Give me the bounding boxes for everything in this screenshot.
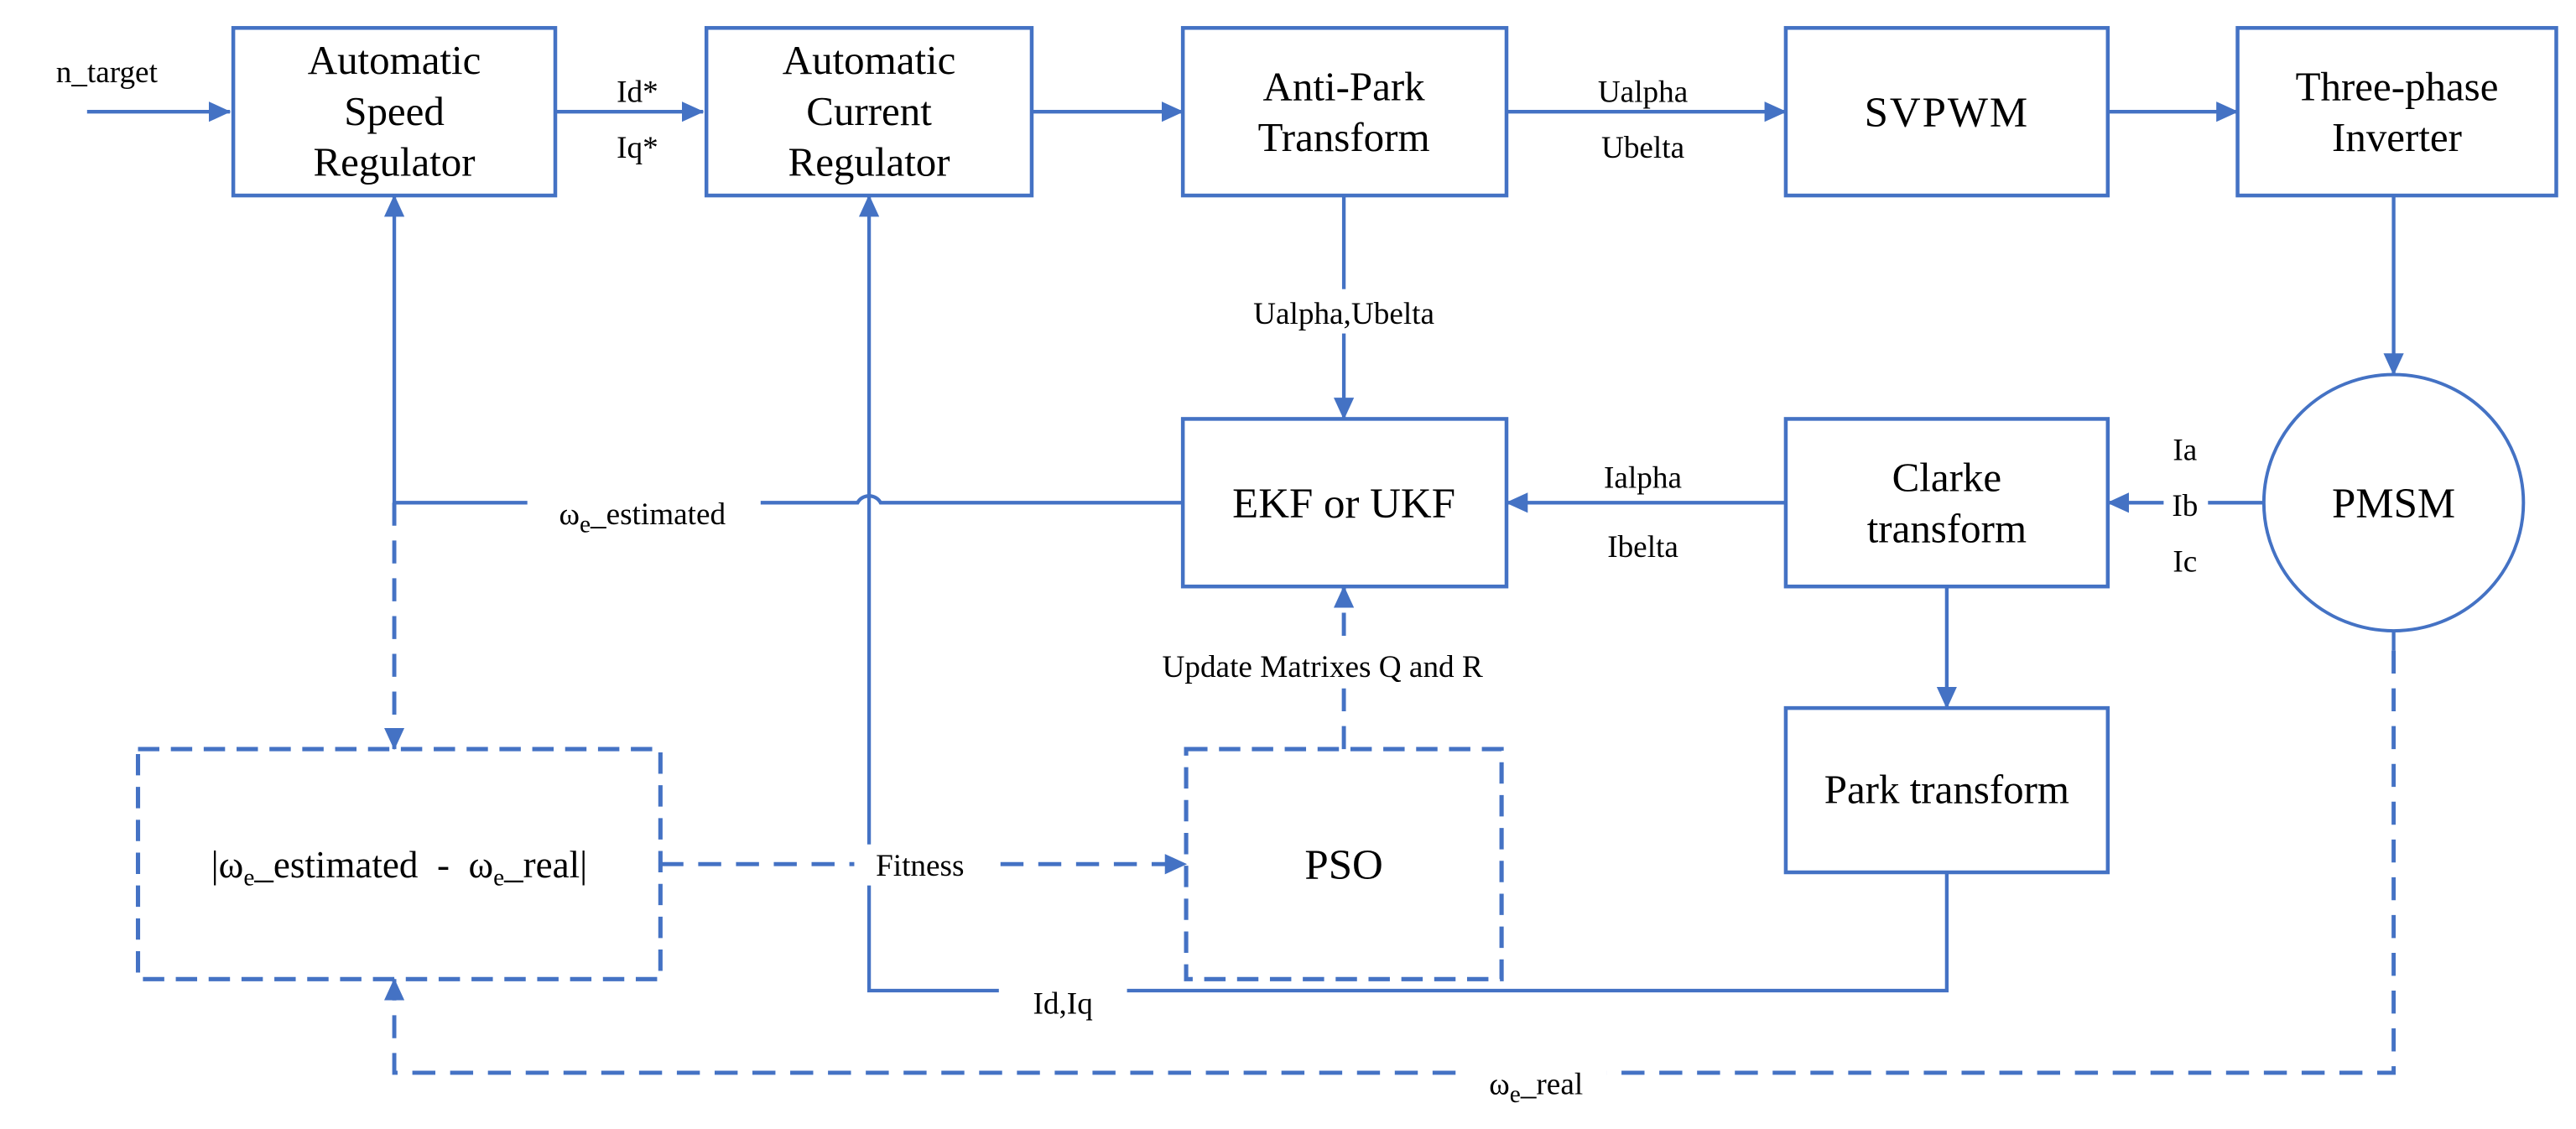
label-omega-e-estimated: ωe_estimated <box>559 497 726 538</box>
antipark-label-line1: Anti-Park <box>1263 63 1426 109</box>
block-automatic-current-regulator <box>704 26 1034 198</box>
label-omega-e-real: ωe_real <box>1489 1067 1583 1108</box>
asr-label-line1: Automatic <box>308 37 481 83</box>
block-automatic-speed-regulator <box>231 26 558 198</box>
bg-omega-real <box>1465 1054 1607 1108</box>
bg-id-iq <box>998 974 1127 1026</box>
park-label: Park transform <box>1824 767 2069 813</box>
acr-label-line2: Current <box>806 88 932 134</box>
arrow-ekf-omega-estimated-to-speed-regulator <box>383 194 1184 505</box>
block-clarke-transform <box>1783 417 2110 589</box>
acr-label-line3: Regulator <box>788 139 950 185</box>
block-titles: Automatic Speed Regulator Automatic Curr… <box>211 37 2499 892</box>
label-ualpha-ubelta: Ualpha,Ubelta <box>1253 297 1434 331</box>
label-ubelta: Ubelta <box>1601 131 1684 165</box>
label-iq-ref: Iq* <box>617 131 658 165</box>
arrow-pmsm-omega-real-to-error-block <box>383 650 2396 1075</box>
label-id-ref: Id* <box>617 75 658 109</box>
label-ib: Ib <box>2172 489 2198 523</box>
svpwm-label: SVPWM <box>1865 90 2030 137</box>
pmsm-label: PMSM <box>2332 481 2455 528</box>
label-ibelta: Ibelta <box>1607 530 1678 564</box>
connectors <box>86 101 2404 1075</box>
pso-label: PSO <box>1304 842 1382 889</box>
label-update-matrixes-q-r: Update Matrixes Q and R <box>1162 650 1482 684</box>
label-ualpha: Ualpha <box>1598 75 1688 109</box>
bg-ualpha-ubelta <box>1228 289 1460 334</box>
bg-omega-estimated <box>527 486 761 541</box>
signal-labels: n_target Id* Iq* Ualpha Ubelta Ualpha,Ub… <box>56 55 2199 1108</box>
label-ialpha: Ialpha <box>1604 461 1682 496</box>
label-backgrounds <box>527 289 2209 1108</box>
block-pso-dashed <box>1184 747 1504 981</box>
block-three-phase-inverter <box>2235 26 2558 198</box>
block-ekf-or-ukf <box>1180 417 1509 589</box>
asr-label-line2: Speed <box>344 88 445 134</box>
acr-label-line1: Automatic <box>783 37 956 83</box>
label-ic: Ic <box>2173 545 2197 580</box>
clarke-label-line1: Clarke <box>1892 455 2002 501</box>
bg-fitness <box>854 844 990 886</box>
antipark-label-line2: Transform <box>1258 114 1430 160</box>
bg-update-matrixes <box>1145 647 1501 689</box>
asr-label-line3: Regulator <box>314 139 476 185</box>
label-n-target: n_target <box>56 55 159 90</box>
inverter-label-line2: Inverter <box>2332 114 2462 160</box>
ekf-label: EKF or UKF <box>1232 481 1455 528</box>
label-id-iq: Id,Iq <box>1033 986 1093 1021</box>
speed-error-expression: |ωe_estimated - ωe_real| <box>211 844 587 892</box>
block-svpwm <box>1783 26 2110 198</box>
block-speed-error-dashed <box>135 747 663 981</box>
inverter-label-line1: Three-phase <box>2296 63 2499 109</box>
label-fitness: Fitness <box>876 849 964 883</box>
clarke-label-line2: transform <box>1867 505 2027 551</box>
bg-ib <box>2163 486 2209 524</box>
arrow-park-idiq-to-current-regulator <box>858 194 1949 993</box>
block-pmsm-motor <box>2261 372 2526 633</box>
block-anti-park-transform <box>1180 26 1509 198</box>
blocks <box>135 26 2558 981</box>
block-park-transform <box>1783 705 2110 875</box>
label-ia: Ia <box>2173 433 2197 467</box>
